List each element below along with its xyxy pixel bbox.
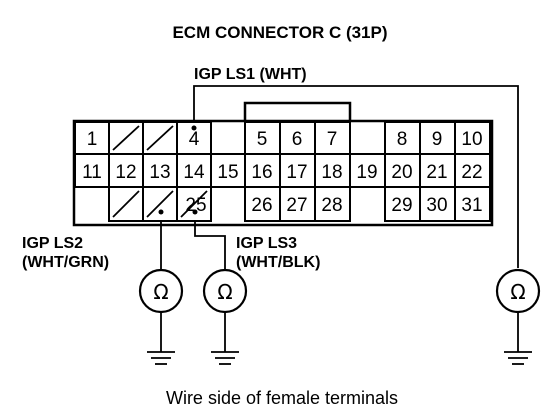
pin-15: 15 [217, 162, 238, 183]
ohm-icon: Ω [153, 280, 168, 304]
ohmmeter-ls1: Ω [495, 268, 541, 314]
pin-6: 6 [292, 129, 303, 150]
pin-8: 8 [397, 129, 408, 150]
pin-9: 9 [432, 129, 443, 150]
pin-17: 17 [286, 162, 307, 183]
empty-cavity-slash [112, 190, 140, 218]
ohm-icon: Ω [217, 280, 232, 304]
ground-icon [211, 312, 239, 365]
label-igp-ls2-color: (WHT/GRN) [22, 254, 109, 271]
pin-26: 26 [251, 195, 272, 216]
connector-latch [243, 101, 352, 122]
ohmmeter-ls3: Ω [202, 268, 248, 314]
empty-cavity-slash [146, 125, 174, 151]
pin-28: 28 [321, 195, 342, 216]
label-igp-ls3-color: (WHT/BLK) [236, 254, 320, 271]
wire-igp-ls3 [194, 218, 226, 270]
pin-25: 25 [185, 195, 206, 216]
pin-20: 20 [391, 162, 412, 183]
empty-cavity-slash [112, 125, 140, 151]
pin-4: 4 [189, 129, 200, 150]
label-igp-ls1: IGP LS1 (WHT) [194, 66, 307, 83]
pin-12: 12 [115, 162, 136, 183]
pin-11: 11 [82, 162, 102, 183]
ground-icon [147, 312, 175, 365]
pin-16: 16 [251, 162, 272, 183]
ground-icon [504, 312, 532, 365]
pin-13: 13 [149, 162, 170, 183]
pin-27: 27 [286, 195, 307, 216]
pin-30: 30 [426, 195, 447, 216]
ohmmeter-ls2: Ω [138, 268, 184, 314]
pin-22: 22 [461, 162, 482, 183]
pin-31: 31 [461, 195, 482, 216]
diagram-title: ECM CONNECTOR C (31P) [172, 23, 387, 42]
pin-10: 10 [461, 129, 482, 150]
label-igp-ls3: IGP LS3 [236, 235, 297, 252]
label-igp-ls2: IGP LS2 [22, 235, 83, 252]
empty-cavity-slash [146, 190, 174, 218]
pin-18: 18 [321, 162, 342, 183]
empty-cavity-slash [180, 190, 208, 218]
diagram-caption: Wire side of female terminals [166, 388, 398, 408]
pin-21: 21 [426, 162, 447, 183]
pin-7: 7 [327, 129, 338, 150]
pin-14: 14 [183, 162, 205, 183]
pin-29: 29 [391, 195, 412, 216]
ohm-icon: Ω [510, 280, 525, 304]
pin-1: 1 [87, 129, 98, 150]
wire-igp-ls1 [193, 85, 519, 268]
pin-19: 19 [356, 162, 377, 183]
pin-5: 5 [257, 129, 268, 150]
